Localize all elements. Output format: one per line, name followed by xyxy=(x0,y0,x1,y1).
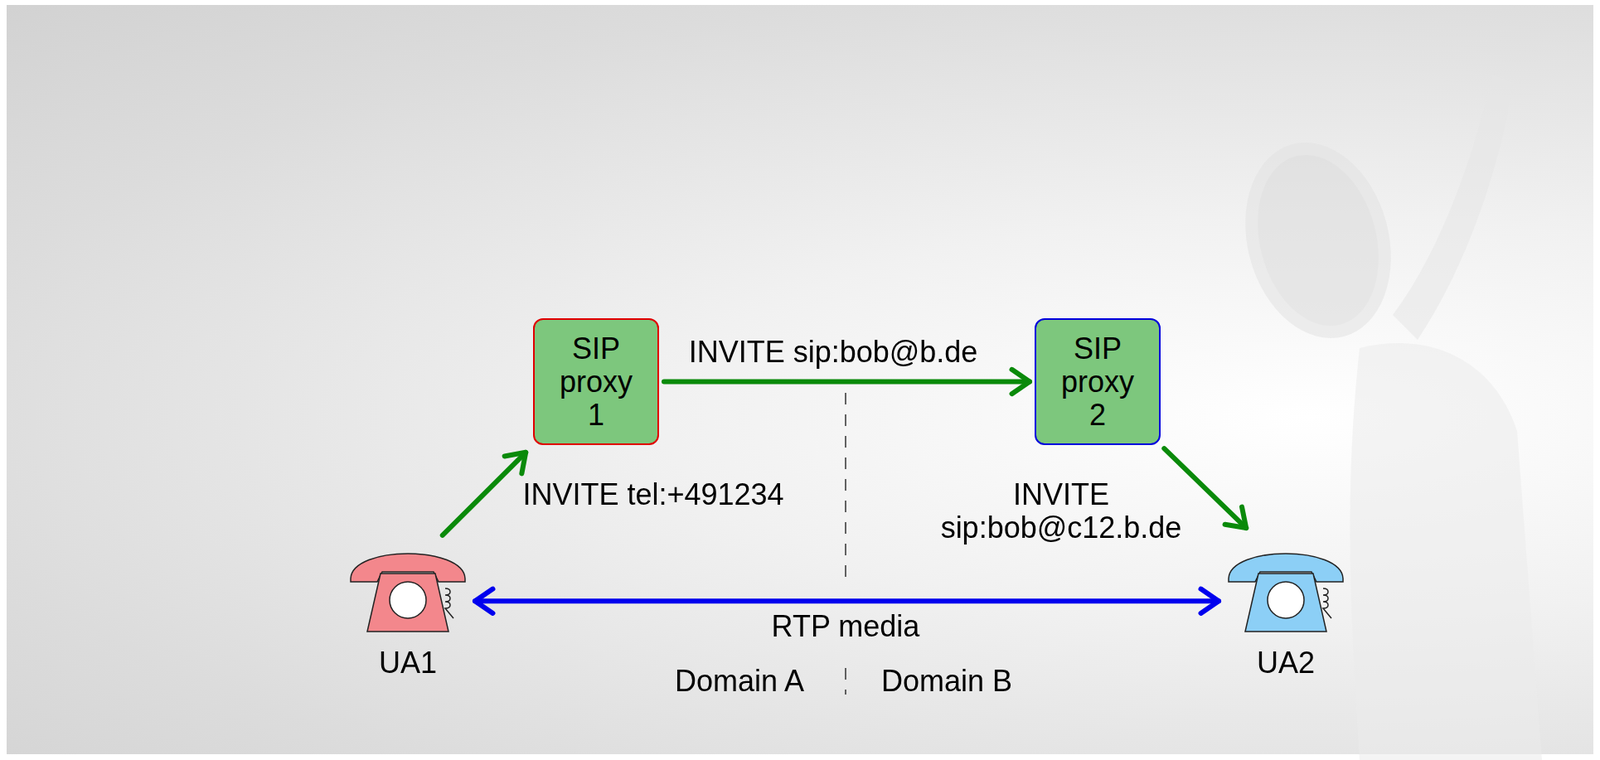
arrow-shaft xyxy=(664,379,1030,385)
proxy-name: SIP proxy 2 xyxy=(1052,332,1144,432)
phone-icon xyxy=(1223,538,1348,635)
domain-label: Domain A xyxy=(674,664,805,699)
domain-label: Domain B xyxy=(881,664,1013,699)
arrow-head xyxy=(475,589,493,614)
arrow-shaft xyxy=(442,452,526,536)
message-arrow xyxy=(442,452,526,536)
user-agent: UA1 xyxy=(345,538,471,684)
phone-dial xyxy=(389,581,427,619)
dashed-line xyxy=(844,668,847,695)
domain-divider xyxy=(844,392,847,695)
phone-icon xyxy=(345,538,471,635)
arrow-head xyxy=(1012,369,1030,394)
message-label: INVITE sip:bob@b.de xyxy=(650,335,1016,369)
proxy-name: SIP proxy 1 xyxy=(550,332,642,432)
agent-name: UA1 xyxy=(345,646,471,680)
phone-body xyxy=(1245,573,1327,632)
arrow-shaft xyxy=(475,598,1219,604)
phone-body xyxy=(367,573,449,632)
message-label: INVITE sip:bob@c12.b.de xyxy=(920,478,1203,545)
proxy-box: SIP proxy 2 xyxy=(1034,318,1161,446)
phone-cord xyxy=(445,588,454,619)
phone-dial xyxy=(1267,581,1305,619)
phone-cord xyxy=(1323,588,1332,619)
fencer-watermark xyxy=(1224,74,1542,760)
agent-name: UA2 xyxy=(1223,646,1348,680)
dashed-line xyxy=(844,392,847,577)
proxy-box: SIP proxy 1 xyxy=(533,318,660,446)
arrow-head xyxy=(1225,507,1247,529)
user-agent: UA2 xyxy=(1223,538,1348,684)
message-label: RTP media xyxy=(721,610,970,644)
arrow-head xyxy=(504,452,527,475)
message-arrow xyxy=(664,369,1030,394)
message-label: INVITE tel:+491234 xyxy=(479,478,828,512)
arrow-head xyxy=(1201,589,1219,614)
